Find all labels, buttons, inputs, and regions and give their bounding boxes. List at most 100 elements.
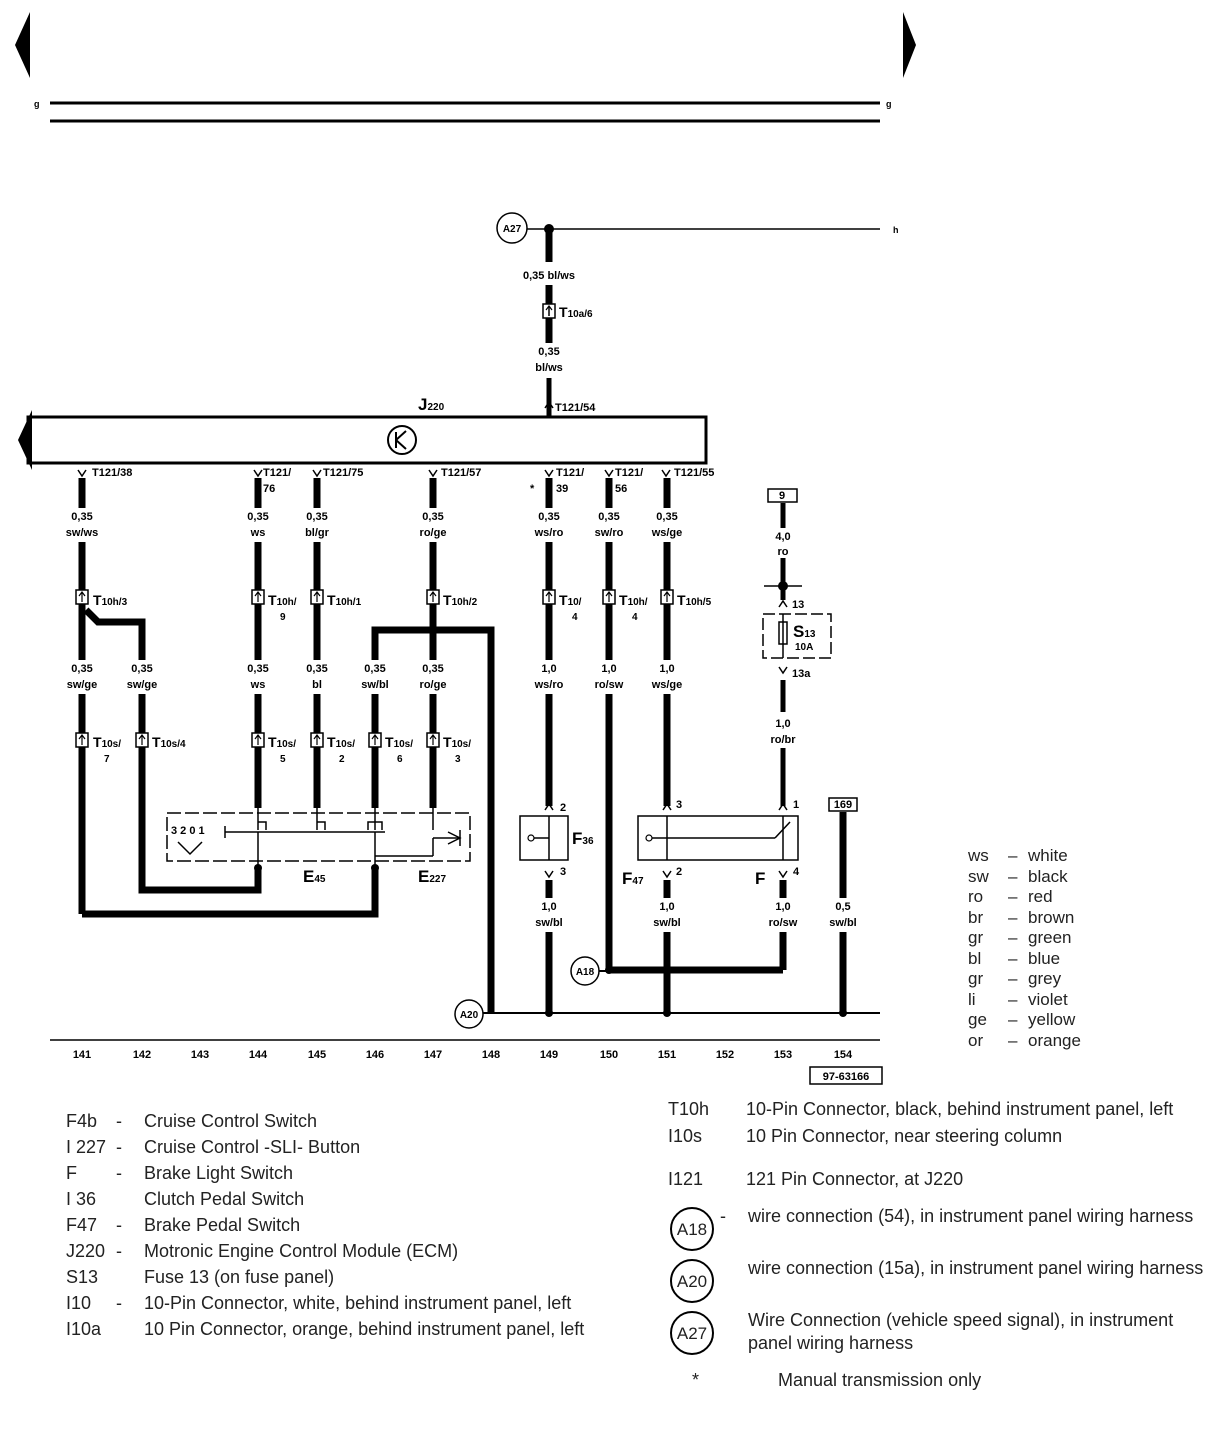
ecm-module bbox=[26, 415, 708, 465]
fuse-wire-size-2: 1,0 bbox=[775, 718, 790, 730]
mid-wire-labels: 0,35 sw/ge 0,35 sw/ge 0,35 ws 0,35 bl 0,… bbox=[67, 663, 683, 691]
legend-code: F47 bbox=[66, 1215, 98, 1235]
legend-desc: 121 Pin Connector, at J220 bbox=[746, 1169, 964, 1189]
color-key-row: ge–yellow bbox=[968, 1010, 1076, 1029]
wire-color: ws/ro bbox=[534, 679, 564, 691]
color-name: brown bbox=[1028, 907, 1075, 927]
column-number: 148 bbox=[482, 1049, 500, 1061]
f47-pin-top: 3 bbox=[676, 799, 682, 811]
figure-code: 97-63166 bbox=[823, 1071, 870, 1083]
color-code: ro bbox=[968, 887, 984, 906]
legend-code: T10h bbox=[668, 1099, 710, 1119]
f47-label: F47 bbox=[622, 869, 644, 888]
module-left-arrow-icon bbox=[18, 410, 32, 470]
color-key-row: bl–blue bbox=[968, 948, 1061, 968]
legend-item: F47-Brake Pedal Switch bbox=[66, 1212, 586, 1238]
wire-size: 0,35 bbox=[538, 511, 559, 523]
connector-label: T10h/2 bbox=[443, 592, 478, 608]
legend-dash bbox=[116, 1264, 144, 1290]
column-numbers: 141 142 143 144 145 146 147 148 149 150 … bbox=[73, 1049, 853, 1061]
wire-color: ro/ge bbox=[420, 679, 447, 691]
wire-size: 0,35 bbox=[364, 663, 385, 675]
footnote-mark: * bbox=[692, 1370, 700, 1390]
fuse-pin-in: 13 bbox=[792, 599, 804, 611]
wire-size: 1,0 bbox=[775, 901, 790, 913]
legend-code: I10a bbox=[66, 1319, 102, 1339]
connector-label: T10h/1 bbox=[327, 592, 362, 608]
figure-code-box bbox=[809, 1066, 883, 1085]
wire-color: ws/ro bbox=[534, 527, 564, 539]
connector-pin: 5 bbox=[280, 754, 286, 765]
legend-desc: Wire Connection (vehicle speed signal), … bbox=[748, 1310, 1174, 1353]
connector-pin: 3 bbox=[455, 754, 461, 765]
fuse-pin-out: 13a bbox=[792, 668, 811, 680]
page-marker-g-left: g bbox=[34, 99, 40, 109]
legend-desc: 10 Pin Connector, orange, behind instrum… bbox=[144, 1319, 585, 1339]
color-name: violet bbox=[1028, 989, 1068, 1009]
wire-size: 1,0 bbox=[541, 901, 556, 913]
a20-circle bbox=[454, 999, 484, 1029]
legend-dash: - bbox=[116, 1163, 122, 1183]
color-name: green bbox=[1028, 928, 1072, 947]
upper-wire-labels: 0,35 sw/ws 0,35 ws 0,35 bl/gr 0,35 ro/ge… bbox=[66, 511, 682, 539]
legend-code: I10 bbox=[66, 1293, 92, 1313]
column-number: 143 bbox=[191, 1049, 209, 1061]
pin-label: T121/38 bbox=[92, 467, 132, 479]
column-number: 144 bbox=[249, 1049, 268, 1061]
column-number: 147 bbox=[424, 1049, 442, 1061]
color-key-row: gr–green bbox=[968, 928, 1072, 947]
wire-color: sw/ro bbox=[595, 527, 624, 539]
legend-desc: Fuse 13 (on fuse panel) bbox=[144, 1267, 335, 1287]
legend-item: I10-10-Pin Connector, white, behind inst… bbox=[66, 1290, 586, 1316]
f36-pin-top: 2 bbox=[560, 802, 566, 814]
fuse-wire-size: 4,0 bbox=[775, 531, 790, 543]
wire-size: 0,35 bbox=[656, 511, 677, 523]
module-pins: T121/38 T121/ 76 T121/75 T121/57 T121/ 3… bbox=[77, 467, 714, 495]
connector-label: T10s/ bbox=[327, 734, 355, 750]
connection-circle-icon: A18 bbox=[670, 1207, 714, 1251]
connector-icon bbox=[542, 303, 556, 319]
pin-label: 56 bbox=[615, 483, 627, 495]
connector-label: T10s/ bbox=[268, 734, 296, 750]
legend-item: I 227-Cruise Control -SLI- Button bbox=[66, 1134, 586, 1160]
color-name: black bbox=[1028, 866, 1068, 886]
wires bbox=[78, 478, 847, 1013]
box-169 bbox=[828, 797, 858, 812]
wire-size: 0,5 bbox=[835, 901, 850, 913]
a27-circle bbox=[496, 212, 528, 244]
connector-icon bbox=[426, 589, 440, 605]
legend-dash bbox=[716, 1257, 742, 1305]
fuse-box-number: 9 bbox=[779, 490, 785, 502]
wire-size: 1,0 bbox=[659, 901, 674, 913]
legend-dash bbox=[716, 1309, 742, 1357]
column-number: 154 bbox=[834, 1049, 853, 1061]
connector-icon bbox=[602, 589, 616, 605]
legend-code: I 36 bbox=[66, 1189, 97, 1209]
legend-desc: Brake Light Switch bbox=[144, 1163, 294, 1183]
top-wire-size: 0,35 bbox=[538, 346, 559, 358]
wire-color: sw/ge bbox=[67, 679, 98, 691]
legend-desc: wire connection (15a), in instrument pan… bbox=[748, 1258, 1204, 1278]
wire-color: sw/bl bbox=[361, 679, 389, 691]
color-key-row: or–orange bbox=[968, 1030, 1081, 1050]
wiring-diagram: g g A27 h 0,35 bl/ws T10a/6 0,35 bl/ws T… bbox=[15, 12, 916, 1085]
color-name: white bbox=[1028, 846, 1068, 865]
page-marker-g-right: g bbox=[886, 99, 892, 109]
connector-pin: 6 bbox=[397, 754, 403, 765]
connector-icon bbox=[75, 589, 89, 605]
module-label: J220 bbox=[418, 395, 445, 414]
t10h-connectors: T10h/3 T10h/ 9 T10h/1 T10h/2 T10/ 4 T10h… bbox=[75, 589, 712, 623]
footnote: *Manual transmission only bbox=[668, 1369, 1208, 1392]
manual-star: * bbox=[530, 483, 535, 495]
column-number: 150 bbox=[600, 1049, 618, 1061]
legend-dash bbox=[116, 1186, 144, 1212]
color-key-row: ws–white bbox=[968, 846, 1068, 865]
legend-item: F4b-Cruise Control Switch bbox=[66, 1108, 586, 1134]
wire-size: 1,0 bbox=[601, 663, 616, 675]
column-number: 151 bbox=[658, 1049, 676, 1061]
connector-icon bbox=[251, 589, 265, 605]
connector-icon bbox=[426, 732, 440, 748]
